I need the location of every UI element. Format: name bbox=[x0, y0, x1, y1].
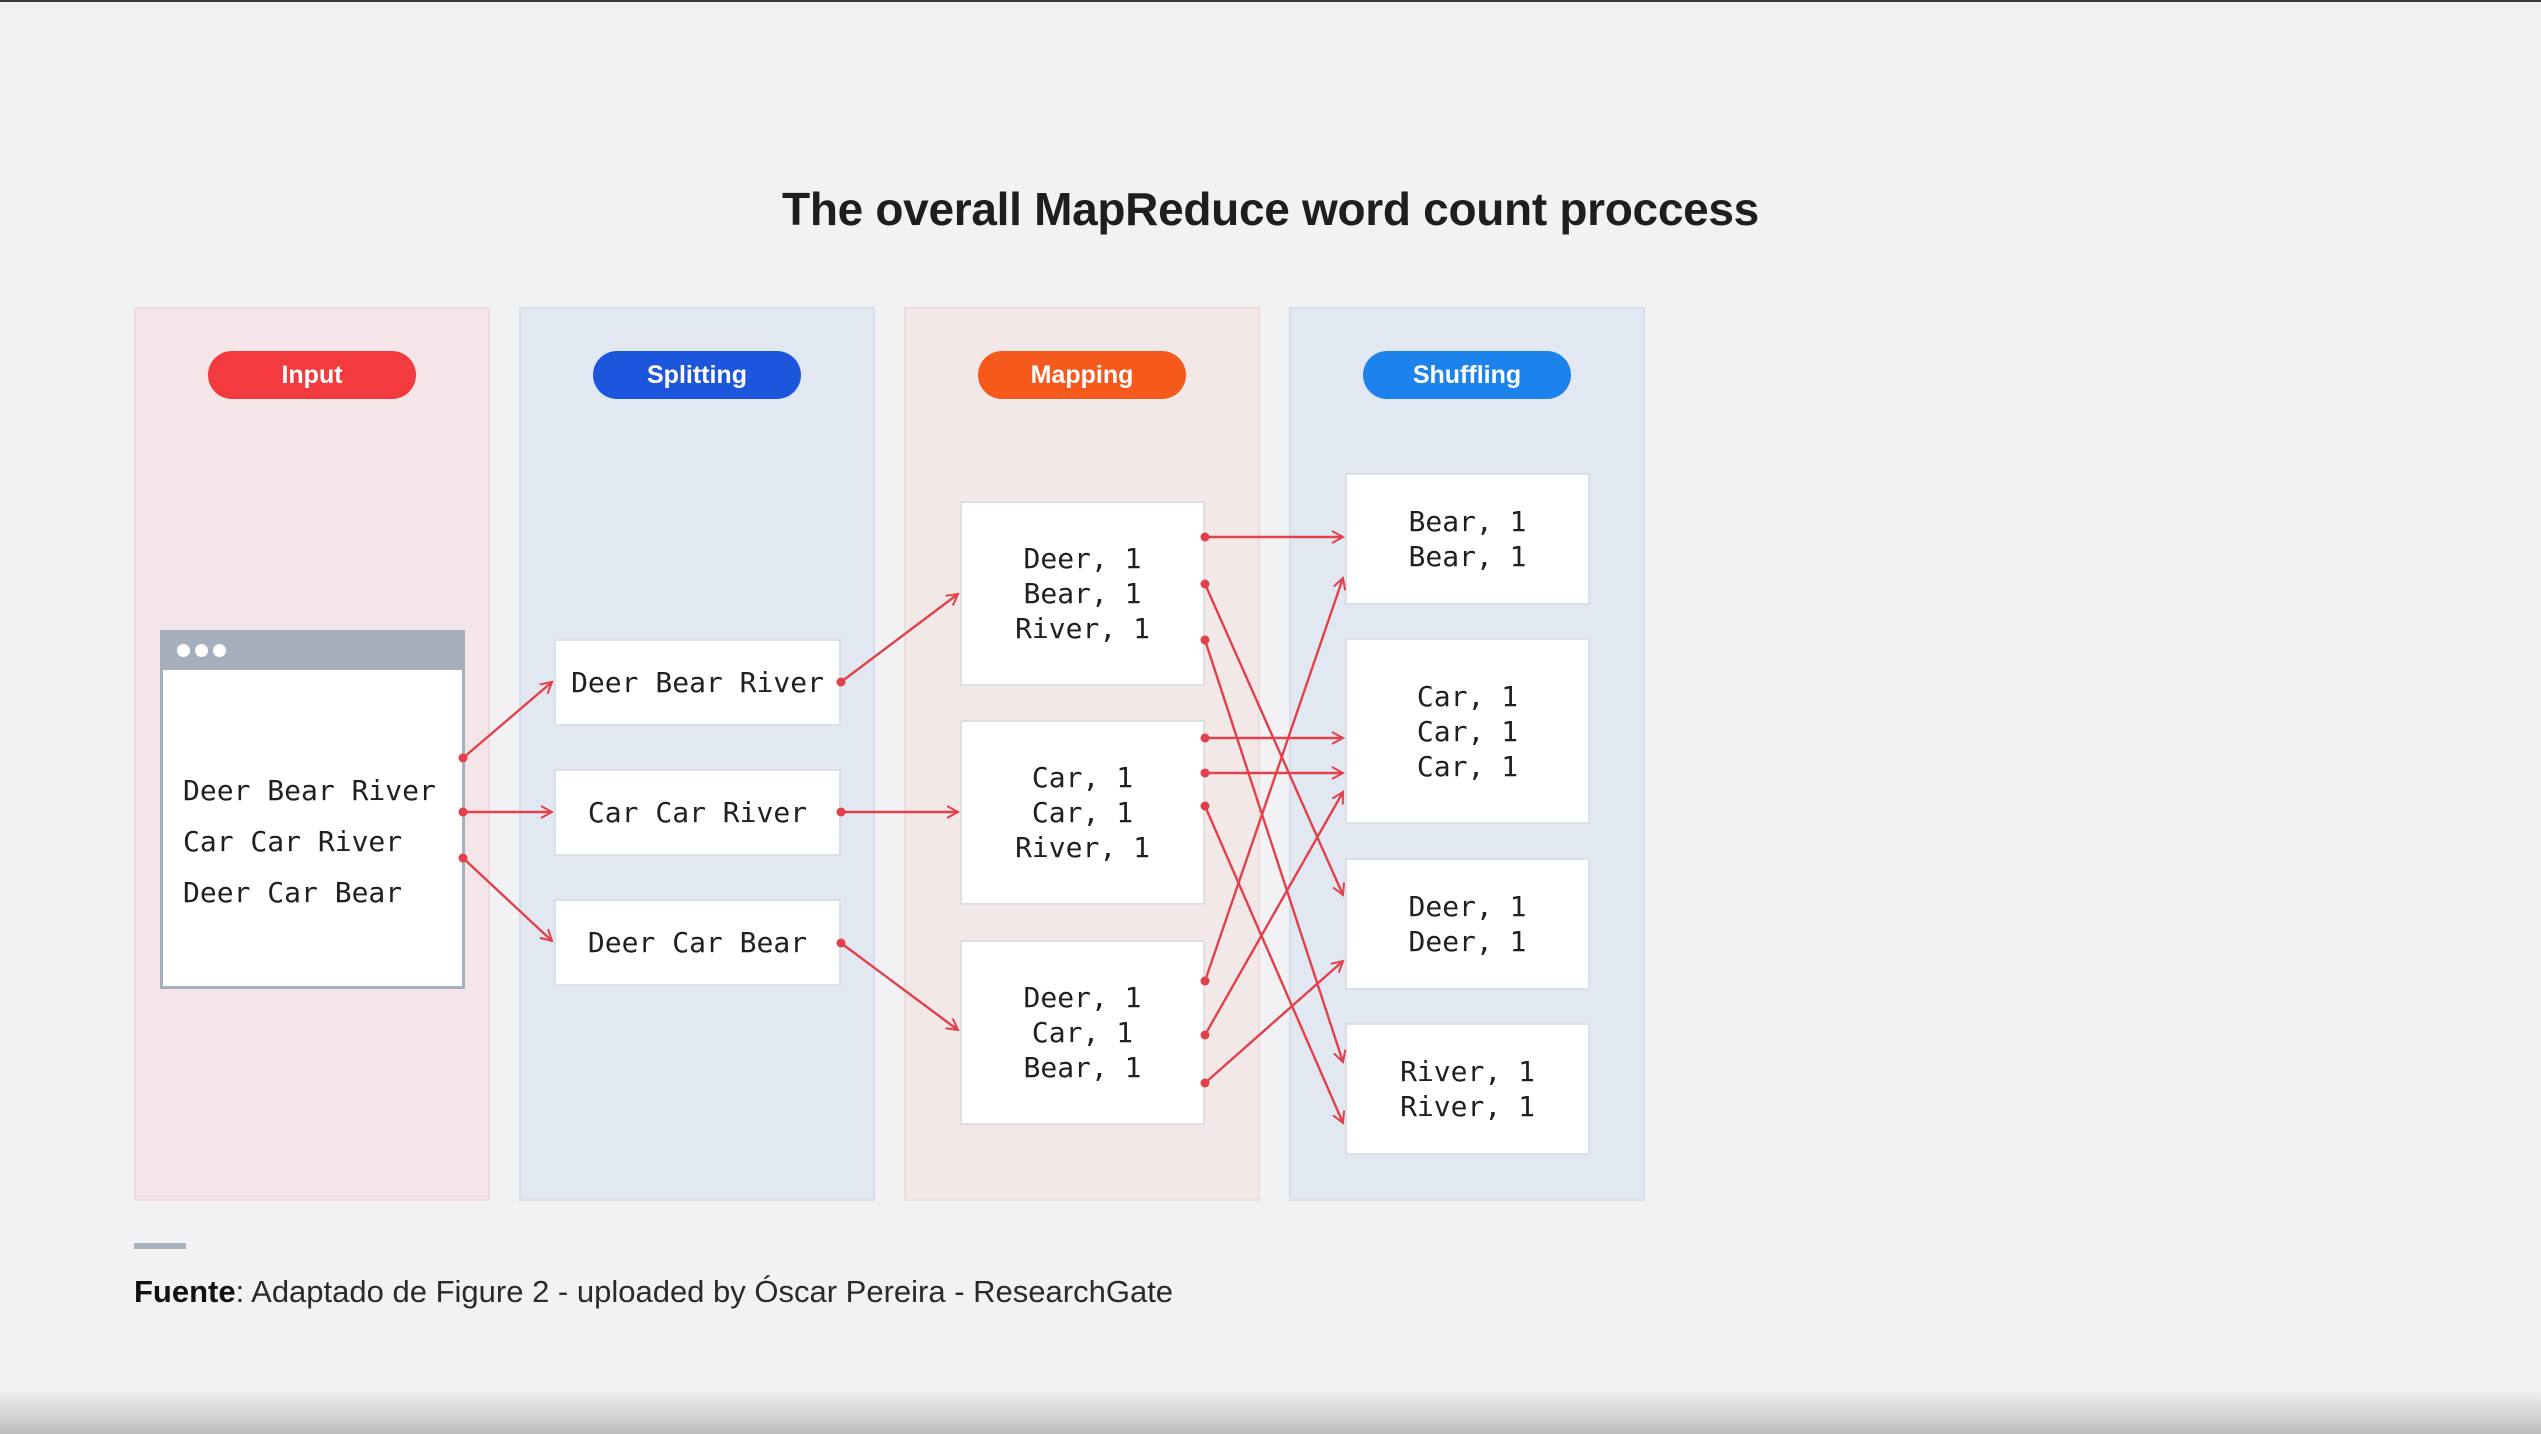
source-text: : Adaptado de Figure 2 - uploaded by Ósc… bbox=[235, 1274, 1174, 1309]
arrow-origin-dot bbox=[1200, 976, 1210, 986]
flow-arrow bbox=[1203, 805, 1343, 1123]
shuffle-pair: Bear, 1 bbox=[1408, 505, 1527, 538]
mapping-stage-label: Mapping bbox=[978, 351, 1186, 399]
input-line: Deer Car Bear bbox=[183, 876, 403, 909]
shuffle-pair: Car, 1 bbox=[1416, 679, 1519, 713]
source-label: Fuente bbox=[134, 1274, 236, 1309]
split-box: Car Car River bbox=[554, 769, 841, 856]
window-dot-icon bbox=[213, 644, 226, 657]
shuffle-pair: Deer, 1 bbox=[1408, 925, 1527, 958]
flow-arrow bbox=[1203, 583, 1343, 895]
flow-arrow bbox=[1203, 578, 1343, 982]
map-box: Deer, 1 Car, 1 Bear, 1 bbox=[960, 940, 1205, 1125]
arrow-origin-dot bbox=[458, 853, 468, 863]
arrow-origin-dot bbox=[1200, 733, 1210, 743]
input-document-window: Deer Bear River Car Car River Deer Car B… bbox=[160, 630, 465, 989]
shuffle-box: Bear, 1 Bear, 1 bbox=[1345, 473, 1590, 605]
arrow-origin-dot bbox=[836, 677, 846, 687]
shuffle-box: Car, 1 Car, 1 Car, 1 bbox=[1345, 638, 1590, 824]
shuffle-pair: Bear, 1 bbox=[1408, 540, 1527, 573]
source-divider bbox=[134, 1243, 186, 1249]
input-line: Car Car River bbox=[183, 825, 403, 858]
shuffle-pair: River, 1 bbox=[1400, 1090, 1535, 1123]
flow-arrow bbox=[1204, 961, 1343, 1084]
map-pair: Car, 1 bbox=[1031, 1016, 1134, 1049]
input-text: Deer Bear River Car Car River Deer Car B… bbox=[183, 765, 436, 918]
shuffle-pair: River, 1 bbox=[1400, 1055, 1535, 1088]
flow-arrow bbox=[1203, 639, 1343, 1062]
shuffle-box: River, 1 River, 1 bbox=[1345, 1023, 1590, 1155]
arrow-origin-dot bbox=[1200, 801, 1210, 811]
arrow-origin-dot bbox=[1200, 1078, 1210, 1088]
map-pair: Bear, 1 bbox=[1023, 577, 1142, 610]
top-border bbox=[0, 0, 2541, 2]
flow-arrow bbox=[1203, 792, 1345, 1036]
splitting-column bbox=[519, 307, 875, 1201]
split-box: Deer Car Bear bbox=[554, 899, 841, 986]
arrow-origin-dot bbox=[1200, 768, 1210, 778]
arrow-origin-dot bbox=[1200, 1030, 1210, 1040]
window-dot-icon bbox=[177, 644, 190, 657]
arrow-origin-dot bbox=[1200, 635, 1210, 645]
split-box: Deer Bear River bbox=[554, 639, 841, 726]
map-box: Deer, 1 Bear, 1 River, 1 bbox=[960, 501, 1205, 686]
map-pair: Deer, 1 bbox=[1023, 981, 1142, 1014]
diagram-title: The overall MapReduce word count procces… bbox=[782, 183, 1759, 235]
shuffling-stage-label: Shuffling bbox=[1363, 351, 1571, 399]
splitting-stage-label: Splitting bbox=[593, 351, 801, 399]
flow-arrow bbox=[840, 942, 958, 1030]
arrow-origin-dot bbox=[458, 753, 468, 763]
arrow-origin-dot bbox=[836, 938, 846, 948]
shuffle-box: Deer, 1 Deer, 1 bbox=[1345, 858, 1590, 990]
flow-arrow bbox=[840, 594, 958, 683]
flow-arrow bbox=[462, 682, 552, 759]
arrow-origin-dot bbox=[1200, 579, 1210, 589]
input-line: Deer Bear River bbox=[183, 774, 436, 807]
map-pair: River, 1 bbox=[1015, 612, 1150, 645]
flow-arrow bbox=[462, 857, 552, 941]
map-box: Car, 1 Car, 1 River, 1 bbox=[960, 720, 1205, 905]
map-pair: Car, 1 bbox=[1031, 796, 1134, 829]
map-pair: River, 1 bbox=[1015, 831, 1150, 864]
bottom-shadow bbox=[0, 1392, 2541, 1434]
arrow-origin-dot bbox=[1200, 532, 1210, 542]
map-pair: Bear, 1 bbox=[1023, 1051, 1142, 1084]
window-title-bar bbox=[163, 633, 462, 670]
source-citation: Fuente: Adaptado de Figure 2 - uploaded … bbox=[134, 1274, 1173, 1310]
arrow-origin-dot bbox=[458, 807, 468, 817]
arrow-origin-dot bbox=[836, 807, 846, 817]
window-dot-icon bbox=[195, 644, 208, 657]
input-stage-label: Input bbox=[208, 351, 416, 399]
map-pair: Deer, 1 bbox=[1023, 542, 1142, 575]
shuffle-pair: Deer, 1 bbox=[1408, 890, 1527, 923]
shuffle-pair: Car, 1 bbox=[1416, 714, 1519, 748]
shuffle-pair: Car, 1 bbox=[1416, 749, 1519, 783]
map-pair: Car, 1 bbox=[1031, 761, 1134, 794]
